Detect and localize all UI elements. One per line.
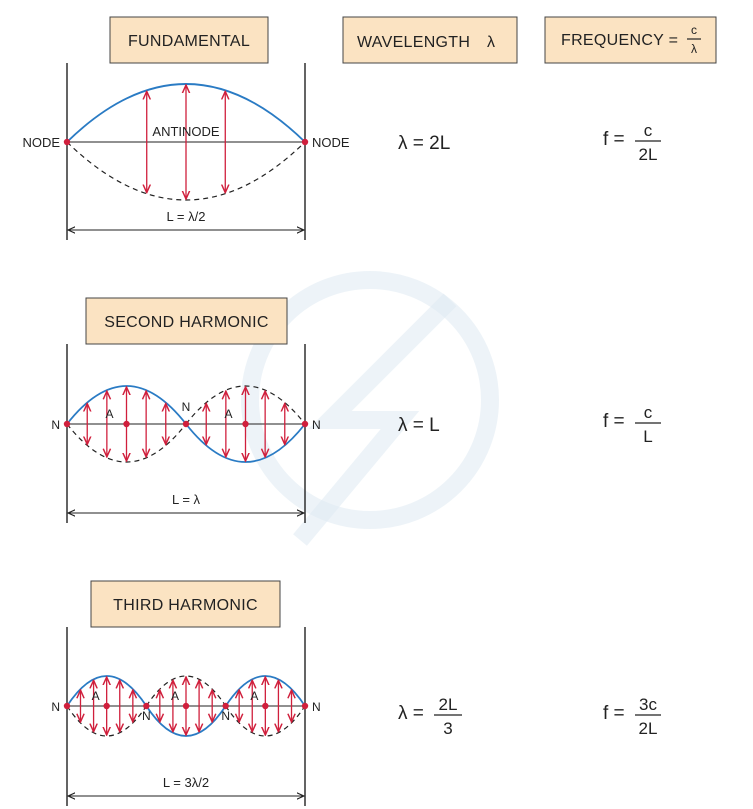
left-node-label: NODE: [22, 135, 60, 150]
node-point: [63, 138, 71, 146]
right-node-label: N: [312, 700, 321, 714]
right-node-label: NODE: [312, 135, 350, 150]
antinode-label: A: [106, 407, 114, 421]
wave-loop: [66, 83, 306, 143]
antinode-label: A: [92, 689, 100, 703]
frequency-lhs: f =: [603, 129, 625, 150]
wave-loop-dashed: [66, 141, 306, 201]
length-label: L = λ/2: [167, 209, 206, 224]
header-wavelength: WAVELENGTH λ: [342, 16, 518, 64]
antinode-label: A: [225, 407, 233, 421]
antinode-point: [242, 420, 249, 428]
wavelength-lhs: λ =: [398, 703, 424, 724]
header-frequency: FREQUENCY = c λ: [544, 16, 717, 64]
frequency-lhs: f =: [603, 703, 625, 724]
left-node-label: N: [51, 700, 60, 714]
panel-title-box: [109, 16, 269, 64]
antinode-point: [262, 702, 269, 710]
panel-1: FUNDAMENTAL ANTINODE NODE NODE L = λ/2 λ = 2L…: [22, 16, 661, 240]
wavelength-numerator: 2L: [439, 695, 458, 714]
wavelength-lhs: λ =: [398, 133, 429, 154]
node-point: [63, 420, 71, 428]
harmonic-panels: FUNDAMENTAL ANTINODE NODE NODE L = λ/2 λ = 2L…: [22, 16, 661, 806]
wavelength-denominator: 3: [443, 719, 452, 738]
antinode-point: [182, 702, 190, 710]
wavelength-equation: λ = L: [398, 415, 440, 436]
wavelength-lhs: λ =: [398, 415, 429, 436]
svg-text:WAVELENGTH λ: WAVELENGTH λ: [357, 34, 495, 51]
header-frequency-denominator: λ: [691, 42, 697, 56]
panel-title: SECOND HARMONIC: [104, 314, 269, 331]
left-node-label: N: [51, 418, 60, 432]
header-frequency-numerator: c: [691, 23, 697, 37]
node-point: [63, 702, 71, 710]
node-point: [182, 420, 190, 428]
node-point: [143, 702, 150, 710]
panel-title: THIRD HARMONIC: [113, 597, 258, 614]
wavelength-equation: λ = 2L: [398, 133, 450, 154]
wave-loop: [145, 705, 227, 737]
node-point: [301, 420, 309, 428]
right-node-label: N: [312, 418, 321, 432]
watermark-logo: [241, 271, 499, 546]
frequency-numerator: c: [644, 403, 653, 422]
frequency-denominator: L: [643, 427, 652, 446]
antinode-point: [123, 420, 130, 428]
node-point: [301, 138, 309, 146]
length-label: L = λ: [172, 492, 201, 507]
wave-loop: [66, 675, 148, 707]
antinode-label: A: [250, 689, 258, 703]
inner-node-label: N: [221, 709, 230, 723]
antinode-label: A: [171, 689, 179, 703]
frequency-lhs: f =: [603, 411, 625, 432]
frequency-denominator: 2L: [639, 145, 658, 164]
inner-node-label: N: [142, 709, 151, 723]
wavelength-value: 2L: [429, 133, 450, 154]
wavelength-value: L: [429, 415, 440, 436]
panel-title-box: [85, 297, 288, 345]
node-point: [222, 702, 229, 710]
header-frequency-word: FREQUENCY =: [561, 32, 678, 49]
panel-title-box: [90, 580, 281, 628]
length-label: L = 3λ/2: [163, 775, 209, 790]
inner-node-label: N: [182, 400, 191, 414]
wave-loop: [224, 675, 306, 707]
antinode-label: ANTINODE: [152, 124, 220, 139]
frequency-denominator: 2L: [639, 719, 658, 738]
panel-title: FUNDAMENTAL: [128, 33, 250, 50]
antinode-point: [103, 702, 110, 710]
frequency-numerator: 3c: [639, 695, 657, 714]
node-point: [301, 702, 309, 710]
frequency-numerator: c: [644, 121, 653, 140]
header-wavelength-word: WAVELENGTH: [357, 34, 470, 51]
header-wavelength-symbol: λ: [487, 34, 495, 51]
